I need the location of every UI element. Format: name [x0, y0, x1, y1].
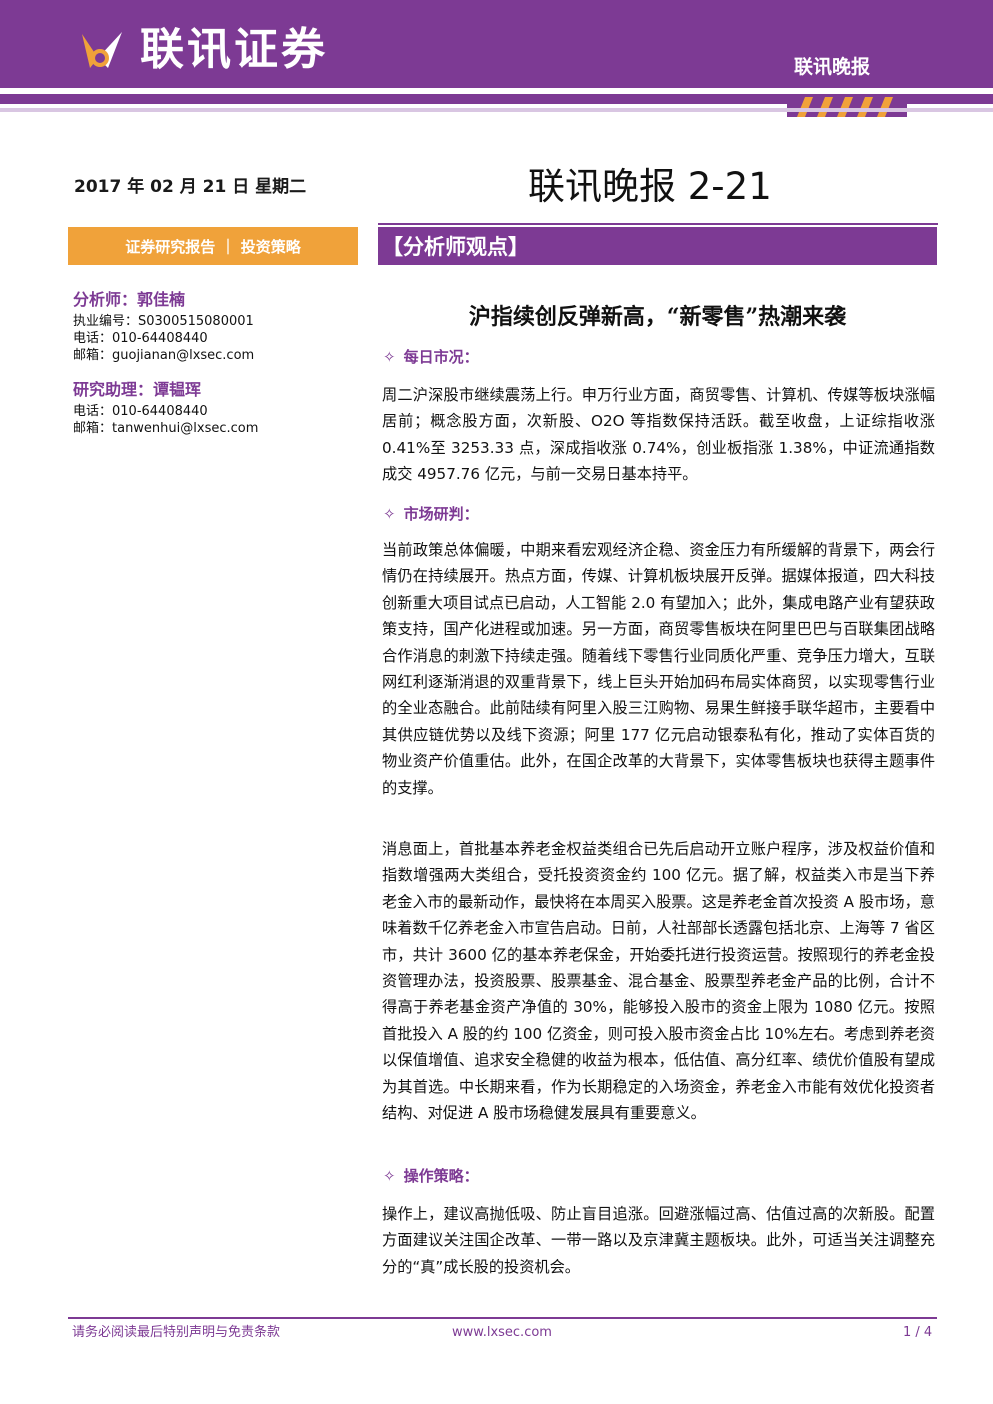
footer-rule	[68, 1317, 937, 1319]
section-title: 【分析师观点】	[378, 227, 937, 265]
market-research-heading: ✧市场研判：	[383, 505, 479, 523]
strategy-paragraph: 操作上，建议高抛低吸、防止盲目追涨。回避涨幅过高、估值过高的次新股。配置方面建议…	[382, 1205, 935, 1276]
assistant-phone: 电话：010-64408440	[73, 404, 208, 419]
lianxun-logo-icon	[82, 32, 122, 68]
daily-market-heading: ✧每日市况：	[383, 348, 479, 366]
footer-disclaimer[interactable]: 请务必阅读最后特别声明与免责条款	[72, 1325, 281, 1340]
analyst-block: 分析师：郭佳楠 执业编号：S0300515080001 电话：010-64408…	[73, 289, 353, 364]
analyst-phone: 电话：010-64408440	[73, 331, 208, 346]
analyst-name: 分析师：郭佳楠	[73, 290, 186, 309]
title-underline	[378, 223, 938, 225]
star-icon: ✧	[383, 1167, 396, 1185]
header-divider	[0, 88, 993, 94]
article-headline: 沪指续创反弹新高，“新零售”热潮来袭	[468, 304, 847, 330]
decorative-stripes	[787, 97, 907, 117]
assistant-block: 研究助理：谭韫珲 电话：010-64408440 邮箱：tanwenhui@lx…	[73, 379, 353, 437]
market-research-paragraph-2: 消息面上，首批基本养老金权益类组合已先后启动开立账户程序，涉及权益价值和指数增强…	[382, 840, 935, 1123]
daily-market-paragraph: 周二沪深股市继续震荡上行。申万行业方面，商贸零售、计算机、传媒等板块涨幅居前；概…	[382, 386, 935, 484]
report-tag: 联讯晚报	[793, 56, 870, 78]
market-research-paragraph-1: 当前政策总体偏暖，中期来看宏观经济企稳、资金压力有所缓解的背景下，两会行情仍在持…	[382, 541, 935, 797]
report-category: 证券研究报告 ｜ 投资策略	[68, 227, 358, 265]
footer-page-number: 1 / 4	[903, 1325, 933, 1340]
strategy-heading: ✧操作策略：	[383, 1167, 479, 1185]
analyst-email[interactable]: 邮箱：guojianan@lxsec.com	[73, 348, 255, 363]
brand-name: 联讯证券	[140, 24, 328, 75]
star-icon: ✧	[383, 348, 396, 366]
star-icon: ✧	[383, 505, 396, 523]
header-stripe	[0, 94, 993, 104]
page-title: 联讯晚报 2-21	[528, 165, 772, 208]
assistant-name: 研究助理：谭韫珲	[73, 380, 202, 399]
report-date: 2017 年 02 月 21 日 星期二	[74, 177, 307, 197]
header-band	[0, 0, 993, 88]
footer-website-link[interactable]: www.lxsec.com	[452, 1325, 552, 1340]
analyst-license: 执业编号：S0300515080001	[73, 314, 254, 329]
assistant-email[interactable]: 邮箱：tanwenhui@lxsec.com	[73, 421, 259, 436]
header-thin-stripe	[0, 108, 993, 112]
